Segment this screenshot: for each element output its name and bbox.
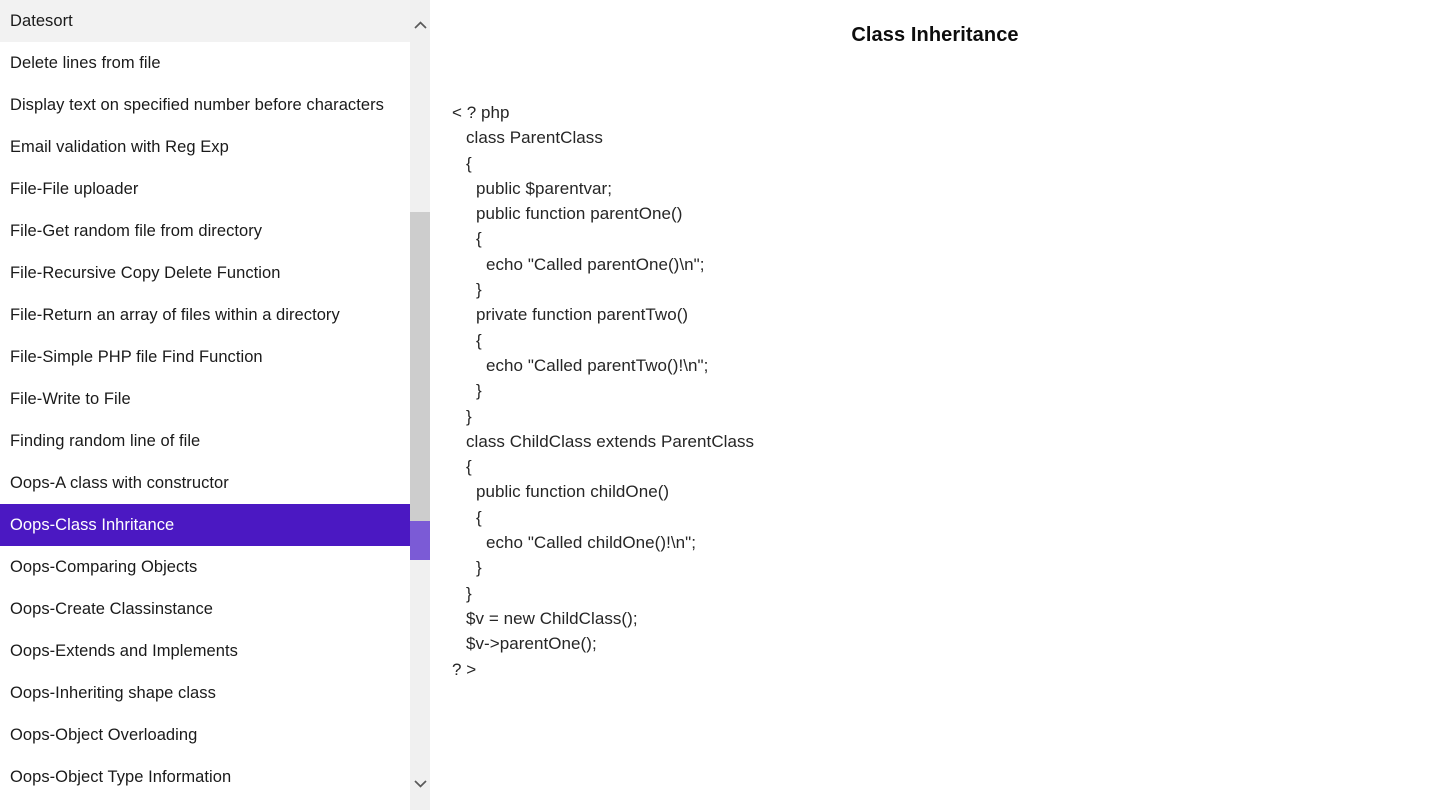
sidebar-item[interactable]: Oops-Object Overloading (10, 726, 198, 744)
sidebar-item[interactable]: Oops-Object Type Information (10, 768, 232, 786)
sidebar-item[interactable]: Delete lines from file (10, 54, 161, 72)
sidebar-scrollbar-selection-overlay (410, 521, 430, 560)
sidebar-item[interactable]: Oops-A class with constructor (10, 474, 229, 492)
page-title: Class Inheritance (851, 24, 1019, 46)
sidebar-item[interactable]: Oops-Comparing Objects (10, 558, 198, 576)
code-line: public function parentOne() (476, 204, 683, 224)
code-line: } (466, 583, 472, 603)
chevron-up-icon (413, 20, 427, 30)
sidebar-item[interactable]: File-Get random file from directory (10, 222, 263, 240)
code-line: ? > (452, 659, 477, 679)
sidebar-scrollbar[interactable] (410, 0, 430, 810)
sidebar-item[interactable]: Oops-Extends and Implements (10, 642, 238, 660)
code-line: echo "Called parentOne()\n"; (486, 254, 705, 274)
code-line: echo "Called parentTwo()!\n"; (486, 355, 709, 375)
sidebar-item[interactable]: Oops-Class Inhritance (0, 504, 410, 546)
code-line: $v = new ChildClass(); (466, 608, 638, 628)
sidebar-item[interactable]: File-Simple PHP file Find Function (10, 348, 263, 366)
code-line: public function childOne() (476, 482, 670, 502)
sidebar-item[interactable]: Oops-Create Classinstance (10, 600, 214, 618)
sidebar-scrollbar-thumb[interactable] (410, 212, 430, 522)
sidebar-item[interactable]: Finding random line of file (10, 432, 201, 450)
code-line: } (476, 381, 482, 401)
code-line: < ? php (452, 103, 510, 122)
code-line: $v->parentOne(); (466, 634, 597, 654)
code-line: { (466, 153, 472, 173)
sidebar-divider (430, 0, 431, 810)
code-line: } (476, 558, 482, 578)
sidebar-item[interactable]: Display text on specified number before … (10, 96, 384, 114)
scroll-up-button[interactable] (410, 12, 430, 38)
code-line: { (476, 229, 482, 249)
code-line: } (466, 406, 472, 426)
sidebar-item[interactable]: Oops-Inheriting shape class (10, 684, 216, 702)
code-line: { (466, 457, 472, 477)
code-line: private function parentTwo() (476, 305, 689, 325)
code-line: class ParentClass (466, 128, 603, 148)
chevron-down-icon (413, 779, 427, 788)
sidebar-item[interactable]: File-File uploader (10, 180, 139, 198)
code-line: class ChildClass extends ParentClass (466, 431, 755, 451)
code-line: public $parentvar; (476, 178, 613, 198)
code-line: { (476, 330, 482, 350)
content-pane: Class Inheritance < ? php class ParentCla… (431, 0, 1439, 810)
scroll-down-button[interactable] (410, 770, 430, 796)
sidebar-item[interactable]: File-Write to File (10, 390, 131, 408)
sidebar-item[interactable]: File-Return an array of files within a d… (10, 306, 340, 324)
code-line: } (476, 280, 482, 300)
sidebar-item[interactable]: Datesort (0, 0, 410, 42)
code-line: { (476, 507, 482, 527)
sidebar-item[interactable]: File-Recursive Copy Delete Function (10, 264, 281, 282)
sidebar-item[interactable]: Email validation with Reg Exp (10, 138, 229, 156)
code-line: echo "Called childOne()!\n"; (486, 533, 697, 553)
